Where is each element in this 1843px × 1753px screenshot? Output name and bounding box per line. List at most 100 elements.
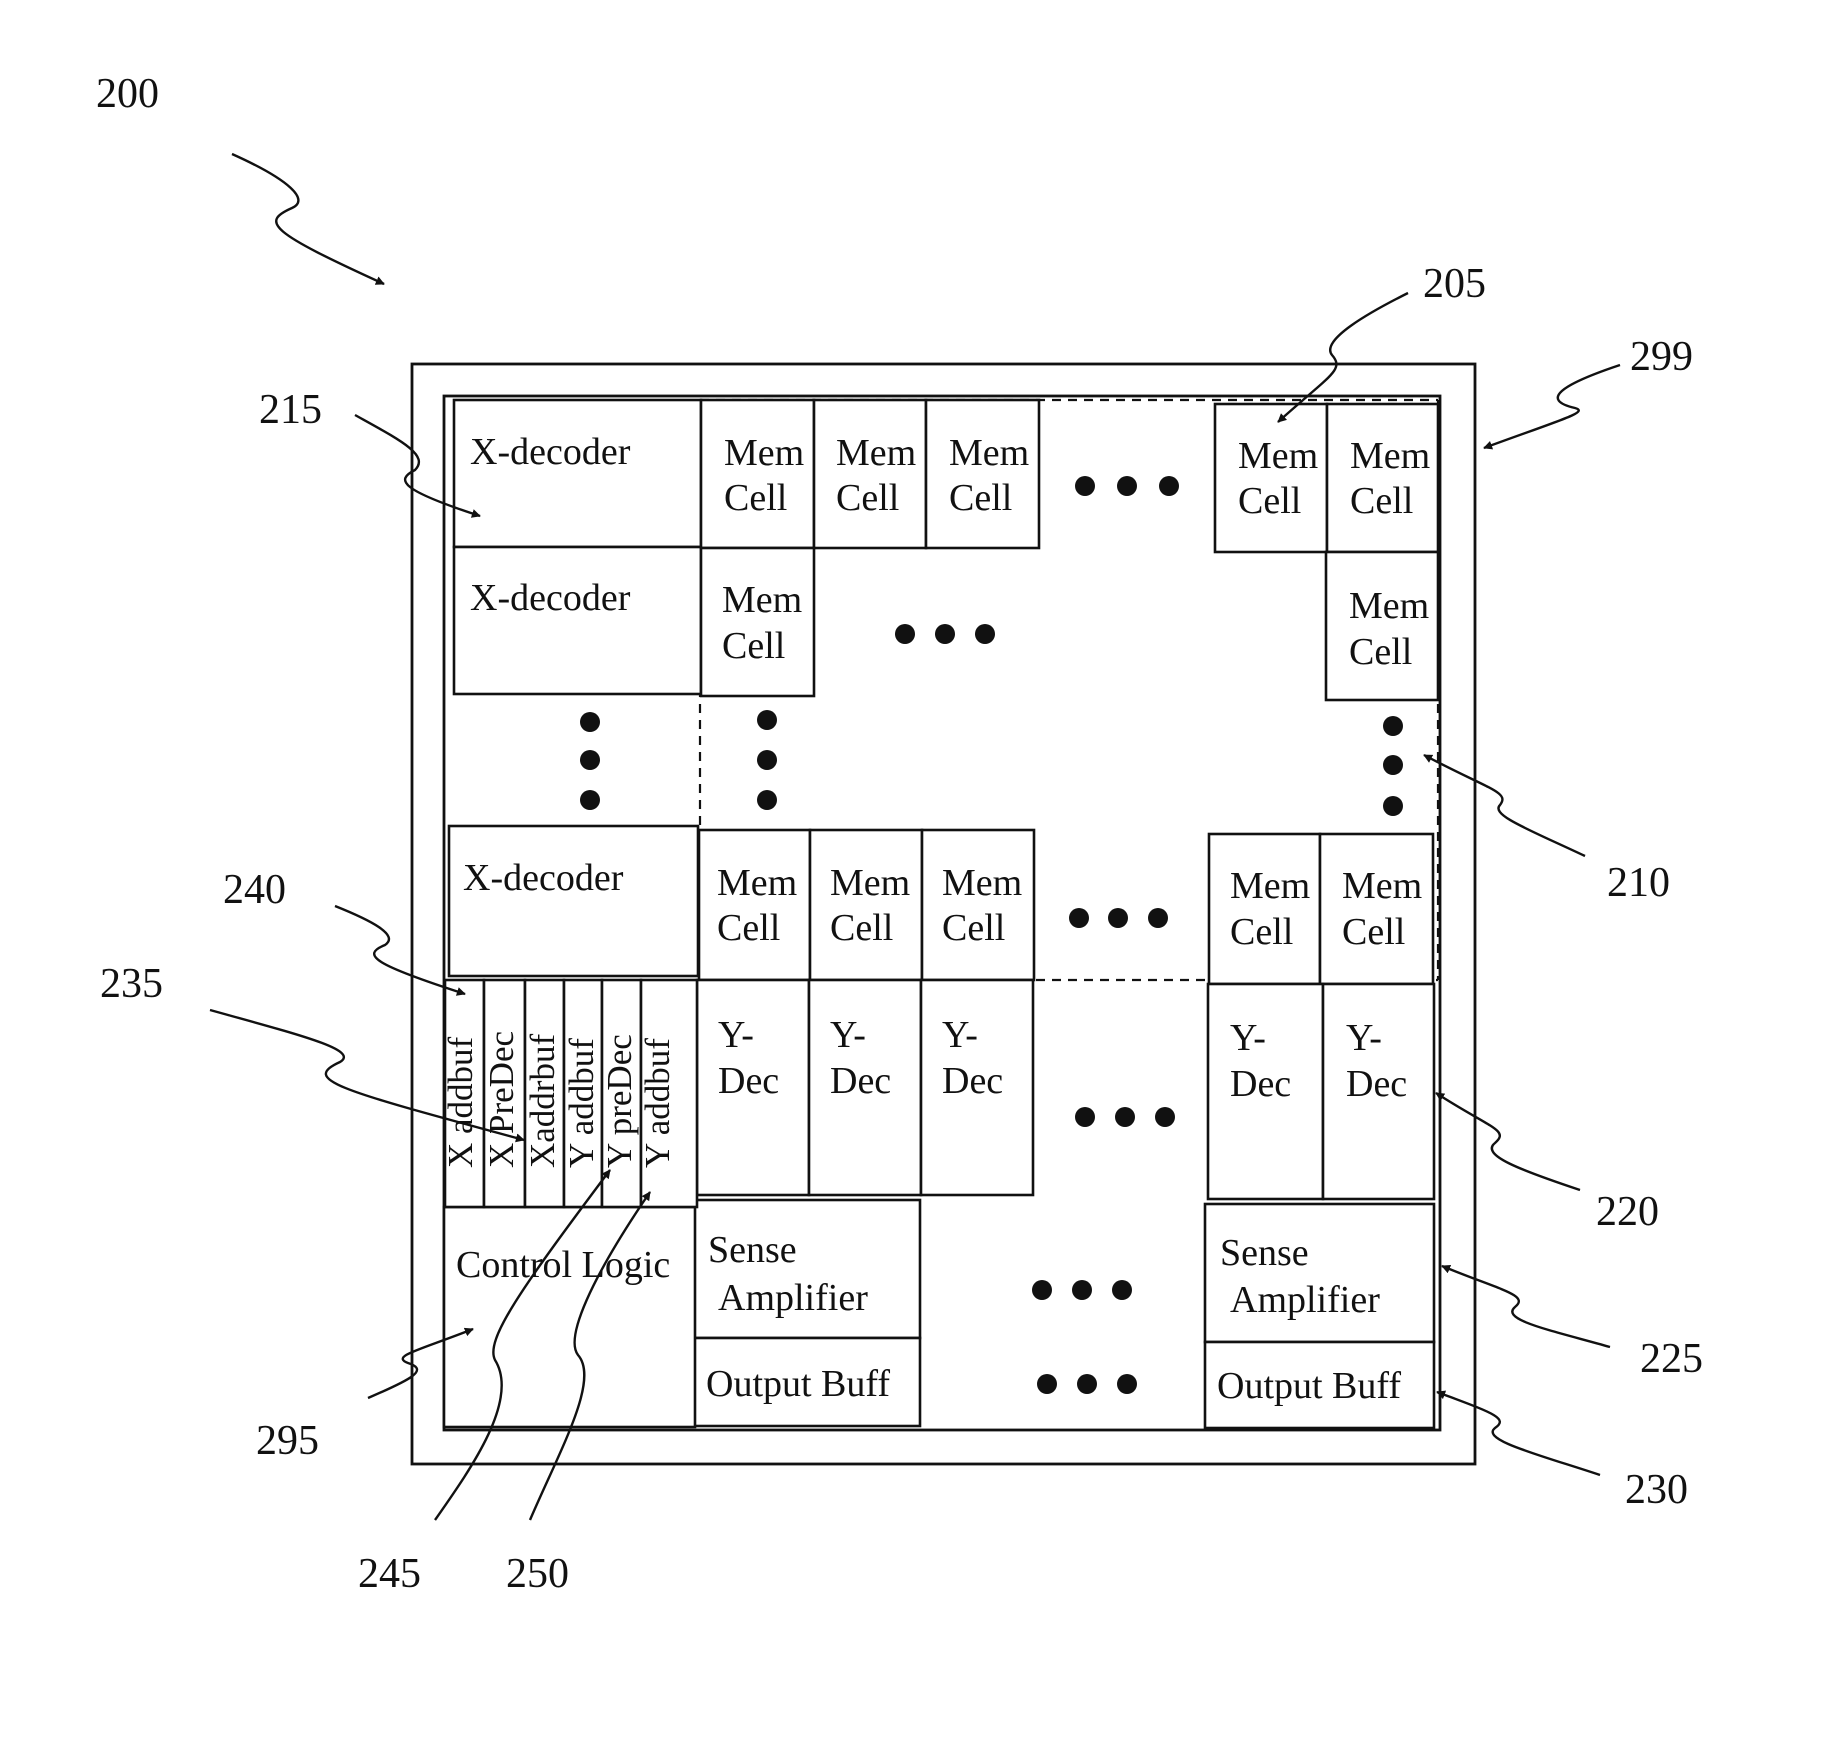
svg-text:Cell: Cell — [722, 625, 785, 667]
svg-text:Cell: Cell — [724, 477, 787, 519]
svg-text:Mem: Mem — [949, 432, 1029, 474]
leader-220 — [1436, 1093, 1580, 1190]
svg-text:Y-: Y- — [830, 1014, 866, 1056]
svg-text:Output Buff: Output Buff — [706, 1363, 890, 1405]
label-y-addbuf-2: Y addbuf — [638, 1038, 677, 1168]
svg-text:Cell: Cell — [717, 907, 780, 949]
svg-text:Cell: Cell — [1349, 631, 1412, 673]
x-decoder-row2: X-decoder — [454, 547, 701, 694]
label-y-addbuf: Y addbuf — [562, 1038, 601, 1168]
svg-text:Mem: Mem — [1342, 865, 1422, 907]
svg-text:Cell: Cell — [1230, 911, 1293, 953]
svg-text:Amplifier: Amplifier — [1230, 1279, 1380, 1321]
ref-205: 205 — [1423, 261, 1486, 307]
svg-text:Sense: Sense — [1220, 1232, 1309, 1274]
label-x-addbuf: X addbuf — [441, 1036, 480, 1168]
svg-text:Mem: Mem — [722, 579, 802, 621]
mem-cell-rNc3: Mem Cell — [922, 830, 1034, 980]
ellipsis-col-mem1 — [757, 710, 777, 810]
ellipsis-sense — [1032, 1280, 1132, 1300]
svg-text:X-decoder: X-decoder — [463, 857, 624, 899]
svg-text:Cell: Cell — [949, 477, 1012, 519]
svg-text:Dec: Dec — [1230, 1063, 1291, 1105]
mem-cell-rNc1: Mem Cell — [699, 830, 810, 980]
ellipsis-col-mem5 — [1383, 716, 1403, 816]
ref-240: 240 — [223, 867, 286, 913]
ellipsis-row1 — [1075, 476, 1179, 496]
svg-text:Mem: Mem — [1350, 435, 1430, 477]
svg-text:Mem: Mem — [830, 862, 910, 904]
control-logic: Control Logic — [444, 1207, 695, 1427]
mem-cell-r1c1: Mem Cell — [701, 400, 814, 548]
y-decoder-5: Y- Dec — [1323, 984, 1434, 1199]
output-buffer-left: Output Buff — [694, 1338, 920, 1426]
y-decoder-4: Y- Dec — [1208, 984, 1323, 1199]
mem-cell-r1c2: Mem Cell — [814, 400, 926, 548]
svg-text:Y-: Y- — [942, 1014, 978, 1056]
svg-text:Cell: Cell — [1350, 480, 1413, 522]
svg-text:Cell: Cell — [1342, 911, 1405, 953]
ref-235: 235 — [100, 961, 163, 1007]
ref-200: 200 — [96, 71, 159, 117]
ellipsis-output — [1037, 1374, 1137, 1394]
svg-text:Output Buff: Output Buff — [1217, 1365, 1401, 1407]
svg-text:Mem: Mem — [942, 862, 1022, 904]
mem-cell-r1c4: Mem Cell — [1215, 404, 1327, 552]
y-decoder-2: Y- Dec — [809, 980, 921, 1195]
svg-text:Y-: Y- — [718, 1014, 754, 1056]
sense-amplifier-left: Sense Amplifier — [694, 1200, 920, 1338]
y-decoder-1: Y- Dec — [697, 980, 809, 1195]
svg-text:Amplifier: Amplifier — [718, 1277, 868, 1319]
svg-text:X-decoder: X-decoder — [470, 577, 631, 619]
mem-cell-rNc2: Mem Cell — [810, 830, 922, 980]
svg-text:Mem: Mem — [1238, 435, 1318, 477]
svg-text:Mem: Mem — [1349, 585, 1429, 627]
svg-text:Mem: Mem — [1230, 865, 1310, 907]
mem-cell-r1c5: Mem Cell — [1327, 404, 1438, 552]
svg-text:Mem: Mem — [836, 432, 916, 474]
svg-text:Cell: Cell — [1238, 480, 1301, 522]
leader-210 — [1424, 755, 1585, 856]
leader-205 — [1278, 293, 1408, 422]
svg-text:Y-: Y- — [1346, 1017, 1382, 1059]
svg-text:Dec: Dec — [830, 1060, 891, 1102]
ref-295: 295 — [256, 1418, 319, 1464]
svg-text:Cell: Cell — [830, 907, 893, 949]
ellipsis-rowN — [1069, 908, 1168, 928]
svg-text:Mem: Mem — [724, 432, 804, 474]
leader-225 — [1442, 1266, 1610, 1347]
mem-cell-r2c5: Mem Cell — [1326, 552, 1438, 700]
svg-text:Dec: Dec — [942, 1060, 1003, 1102]
ref-250: 250 — [506, 1551, 569, 1597]
x-decoder-rowN: X-decoder — [449, 826, 698, 976]
svg-text:Cell: Cell — [836, 477, 899, 519]
mem-cell-r2c1: Mem Cell — [701, 548, 814, 696]
mem-cell-rNc5: Mem Cell — [1320, 834, 1433, 984]
svg-text:Cell: Cell — [942, 907, 1005, 949]
ellipsis-col-xdec — [580, 712, 600, 810]
ref-230: 230 — [1625, 1467, 1688, 1513]
leader-230 — [1437, 1392, 1600, 1475]
ref-225: 225 — [1640, 1336, 1703, 1382]
svg-text:X-decoder: X-decoder — [470, 431, 631, 473]
svg-text:Dec: Dec — [1346, 1063, 1407, 1105]
mem-cell-rNc4: Mem Cell — [1209, 834, 1320, 984]
svg-text:Mem: Mem — [717, 862, 797, 904]
leader-299 — [1484, 365, 1620, 448]
ref-245: 245 — [358, 1551, 421, 1597]
sense-amplifier-right: Sense Amplifier — [1205, 1204, 1434, 1342]
svg-text:Y-: Y- — [1230, 1017, 1266, 1059]
label-x-predec: X PreDec — [482, 1031, 521, 1168]
ref-210: 210 — [1607, 860, 1670, 906]
output-buffer-right: Output Buff — [1205, 1342, 1434, 1428]
ref-299: 299 — [1630, 334, 1693, 380]
ellipsis-row2 — [895, 624, 995, 644]
leader-200 — [232, 154, 384, 284]
x-decoder-row1: X-decoder — [454, 400, 701, 547]
ref-220: 220 — [1596, 1189, 1659, 1235]
svg-text:Sense: Sense — [708, 1229, 797, 1271]
svg-text:Control Logic: Control Logic — [456, 1244, 670, 1286]
y-decoder-3: Y- Dec — [921, 980, 1033, 1195]
ellipsis-ydec — [1075, 1107, 1175, 1127]
